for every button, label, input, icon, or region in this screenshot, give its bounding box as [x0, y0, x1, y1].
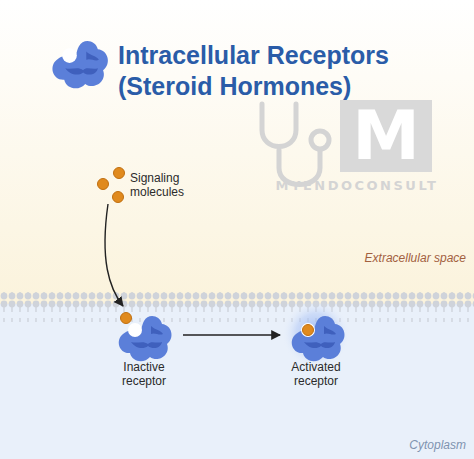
arrow-connector	[183, 334, 280, 335]
node-label: Inactive receptor	[109, 360, 179, 388]
receptor-node: Activated receptor	[281, 306, 351, 388]
molecule-group: Signaling molecules	[94, 166, 214, 204]
arrow-connector	[105, 204, 123, 306]
watermark-text: MYENDOCONSULT	[262, 178, 452, 193]
region-label: Extracellular space	[330, 251, 466, 265]
watermark-letter: M	[340, 100, 432, 172]
receptor-node: Inactive receptor	[105, 306, 183, 388]
region-label: Cytoplasm	[330, 438, 466, 452]
diagram-title: Intracellular Receptors (Steroid Hormone…	[118, 40, 438, 102]
node-label: Activated receptor	[281, 360, 351, 388]
node-label: Signaling molecules	[130, 171, 210, 199]
